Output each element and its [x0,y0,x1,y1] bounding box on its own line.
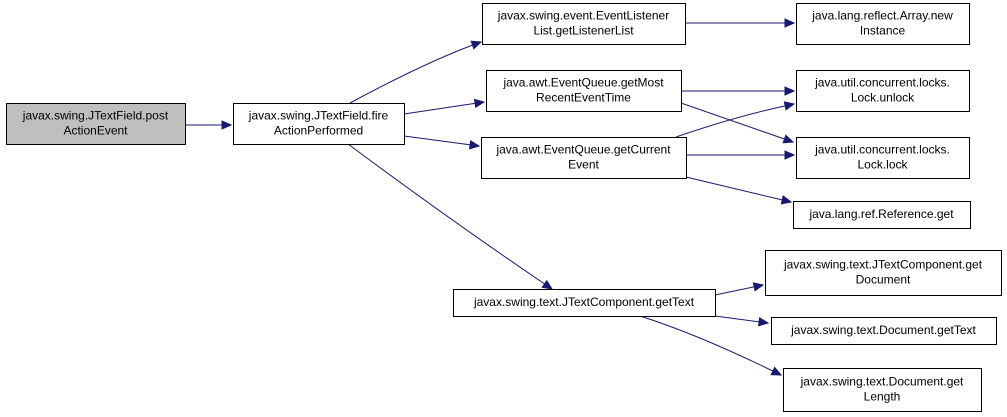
node-n7[interactable]: java.util.concurrent.locks.Lock.unlock [796,70,970,112]
edge-n1-to-n2 [349,40,483,104]
node-n10[interactable]: javax.swing.text.JTextComponent.getDocum… [765,250,1002,296]
arrowhead [782,134,795,144]
node-n3[interactable]: java.awt.EventQueue.getMostRecentEventTi… [486,70,682,112]
node-box [486,70,682,112]
edge-n2-to-n6 [685,18,796,28]
node-label-line: javax.swing.JTextField.post [22,109,169,123]
edge-n4-to-n7 [675,101,796,138]
edge-n3-to-n7 [681,86,796,96]
node-label-line: ActionPerformed [274,124,363,138]
node-n2[interactable]: javax.swing.event.EventListenerList.getL… [482,3,686,45]
arrowhead [783,101,796,111]
edges-layer [185,18,796,376]
node-box [796,70,970,112]
node-label-line: Event [568,158,599,172]
edge-n4-to-n9 [685,176,793,205]
arrowhead [784,150,796,160]
node-box [793,201,971,229]
node-label-line: ActionEvent [63,124,128,138]
node-label-line: RecentEventTime [536,91,631,105]
node-box [481,137,687,179]
edge-line [347,143,553,290]
edge-line [349,41,482,104]
node-label-line: javax.swing.text.JTextComponent.get [783,258,983,272]
node-box [482,3,686,45]
node-n5[interactable]: javax.swing.text.JTextComponent.getText [453,289,716,317]
node-box [6,103,186,145]
edge-line [403,135,480,147]
edge-line [639,315,782,376]
edge-n5-to-n10 [714,282,765,296]
edge-n1-to-n4 [403,135,481,150]
node-box [453,289,716,317]
arrowhead [752,282,765,292]
node-label-line: java.awt.EventQueue.getCurrent [495,143,671,157]
node-n1[interactable]: javax.swing.JTextField.fireActionPerform… [233,103,405,145]
arrowhead [473,98,486,109]
node-box [796,137,970,179]
arrowhead [784,86,796,96]
edge-line [675,103,795,138]
edge-n1-to-n5 [347,143,554,290]
edge-n4-to-n8 [686,150,796,160]
node-box [796,3,970,45]
arrowhead [470,40,483,50]
node-label-line: java.lang.reflect.Array.new [811,9,953,23]
node-label-line: Instance [860,24,906,38]
node-box [765,250,1002,296]
edge-n5-to-n11 [714,315,770,327]
arrowhead [780,195,793,205]
node-label-line: java.util.concurrent.locks. [814,143,950,157]
node-label-line: javax.swing.JTextField.fire [248,109,389,123]
node-label-line: javax.swing.text.Document.getText [790,323,976,337]
edge-line [403,101,485,115]
edge-n5-to-n12 [639,315,783,376]
arrowhead [757,317,770,327]
nodes-layer: javax.swing.JTextField.postActionEventja… [6,3,1002,412]
node-label-line: javax.swing.text.JTextComponent.getText [473,295,695,309]
node-label-line: Length [864,390,901,404]
node-box [771,317,997,345]
node-label-line: javax.swing.event.EventListener [497,9,669,23]
node-box [233,103,405,145]
node-label-line: javax.swing.text.Document.get [800,375,964,389]
node-label-line: Lock.lock [857,158,908,172]
arrowhead [784,18,796,28]
edge-n3-to-n8 [680,102,795,144]
arrowhead [770,366,783,376]
node-n9[interactable]: java.lang.ref.Reference.get [793,201,971,229]
arrowhead [468,140,481,150]
edge-n0-to-n1 [185,120,233,130]
arrowhead [541,279,554,290]
node-label-line: java.awt.EventQueue.getMost [502,76,664,90]
edge-line [680,102,794,143]
node-label-line: List.getListenerList [533,24,634,38]
node-label-line: Lock.unlock [851,91,915,105]
arrowhead [221,120,233,130]
node-label-line: Document [856,273,911,287]
node-label-line: java.lang.ref.Reference.get [808,207,954,221]
node-n8[interactable]: java.util.concurrent.locks.Lock.lock [796,137,970,179]
node-label-line: java.util.concurrent.locks. [814,76,950,90]
node-box [783,368,982,412]
node-n11[interactable]: javax.swing.text.Document.getText [771,317,997,345]
edge-line [685,176,792,203]
edge-n1-to-n3 [403,98,486,115]
